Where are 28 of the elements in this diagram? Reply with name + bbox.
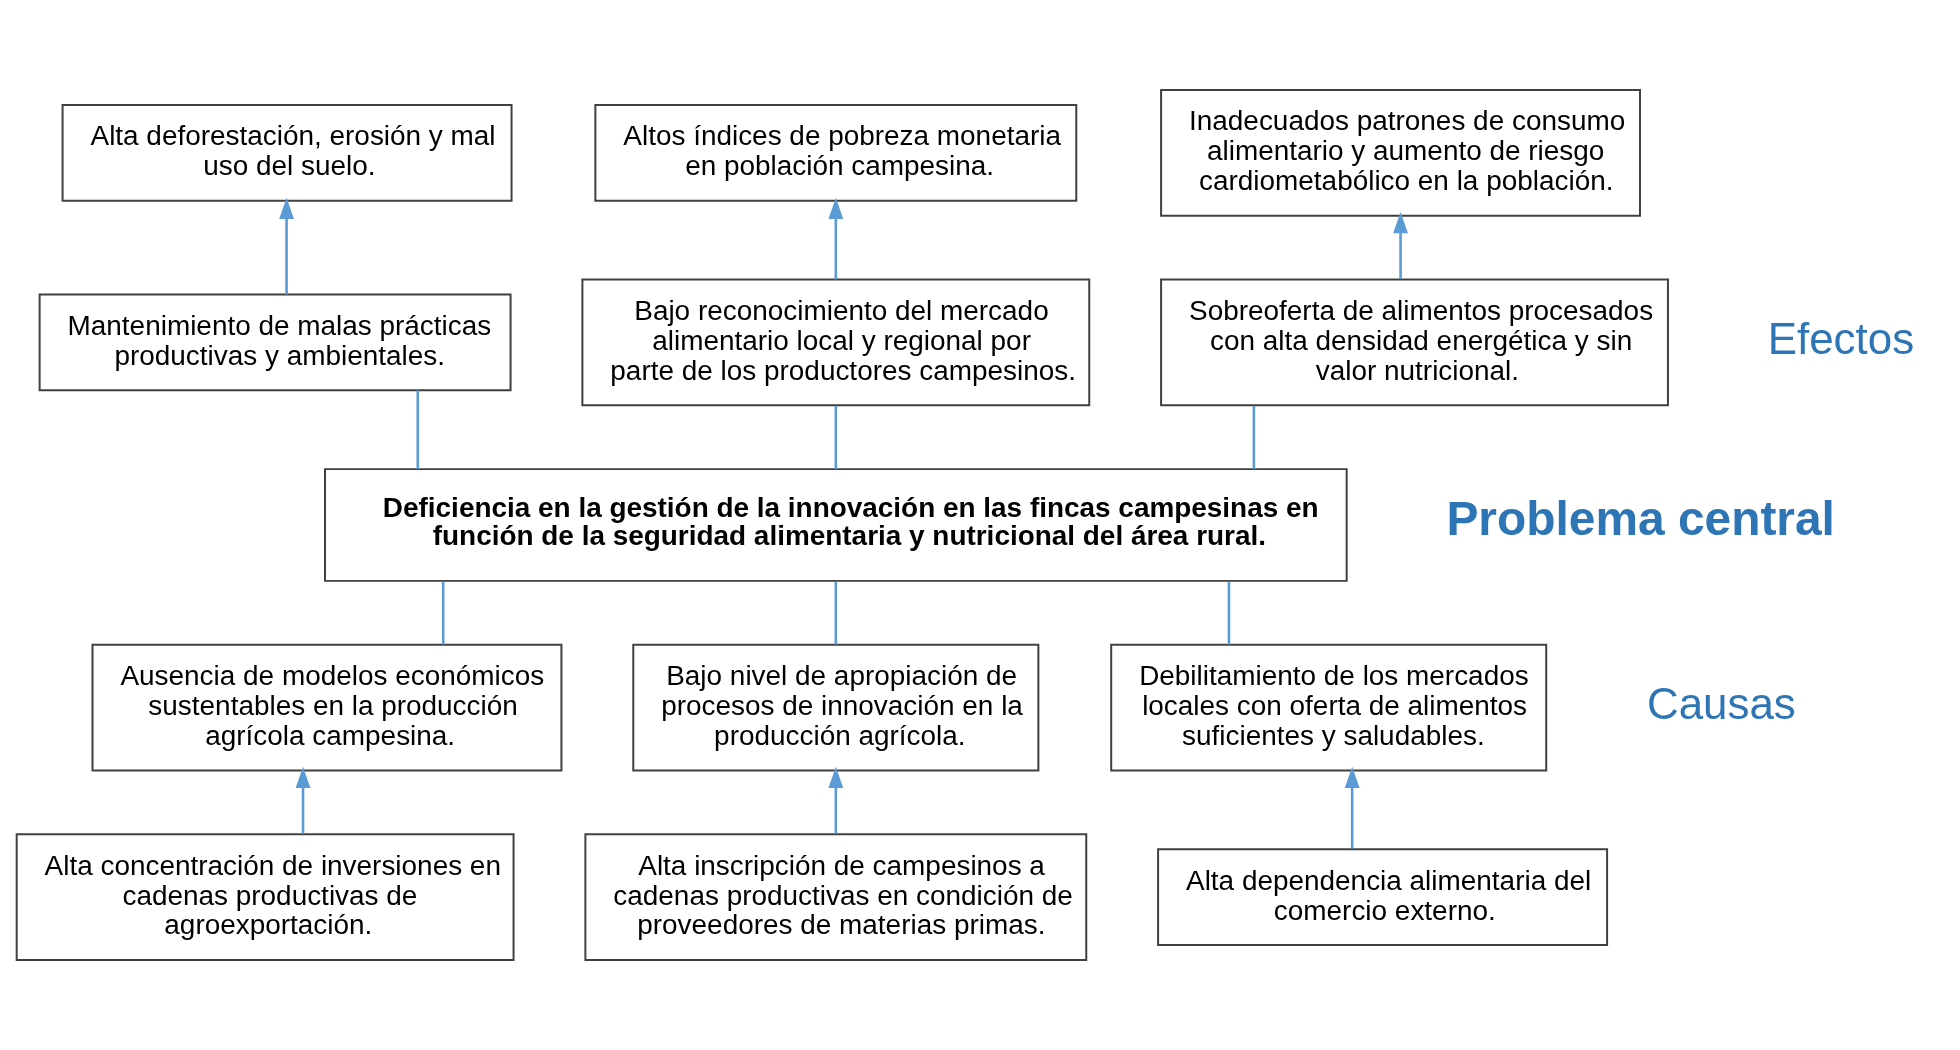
connector [1227, 581, 1231, 645]
node-box: Alta dependencia alimentaria del comercio externo. [1157, 848, 1609, 947]
connector [834, 581, 838, 645]
arrow [828, 766, 844, 834]
node-box: Alta deforestación, erosión y mal uso del suelo. [61, 103, 513, 202]
node-box: Mantenimiento de malas prácticas productivas y ambientales. [38, 293, 512, 392]
connector [1252, 405, 1256, 470]
arrow [295, 766, 311, 834]
node-box: Bajo nivel de apropiación de procesos de innovación en la producción agrícola. [632, 643, 1040, 772]
connector [416, 390, 420, 469]
connector [834, 405, 838, 470]
node-box: Altos índices de pobreza monetaria en población campesina. [594, 103, 1078, 202]
node-box: Ausencia de modelos económicos sustentables en la producción agrícola campesina. [91, 643, 563, 772]
arrow [1344, 766, 1360, 849]
node-box: Bajo reconocimiento del mercado alimentario local y regional por parte de los productores campesinos. [581, 278, 1091, 407]
connector [441, 581, 445, 645]
arrow [279, 197, 294, 295]
node-box: Deficiencia en la gestión de la innovación en las fincas campesinas en función de la seguridad alimentaria y nutricional del área rural. [324, 468, 1348, 582]
node-box: Inadecuados patrones de consumo alimentario y aumento de riesgo cardiometabólico en la población. [1160, 89, 1641, 217]
node-box: Alta inscripción de campesinos a cadenas productivas en condición de proveedores de materias primas. [584, 833, 1088, 961]
arrow [1393, 212, 1408, 279]
node-box: Alta concentración de inversiones en cadenas productivas de agroexportación. [15, 833, 515, 961]
label: Efectos [1767, 313, 1915, 363]
node-box: Sobreoferta de alimentos procesados con alta densidad energética y sin valor nutricional. [1160, 278, 1669, 407]
label: Problema central [1446, 492, 1835, 546]
arrow [828, 197, 844, 280]
node-box: Debilitamiento de los mercados locales con oferta de alimentos suficientes y saludables. [1110, 643, 1548, 772]
label: Causas [1646, 678, 1796, 728]
